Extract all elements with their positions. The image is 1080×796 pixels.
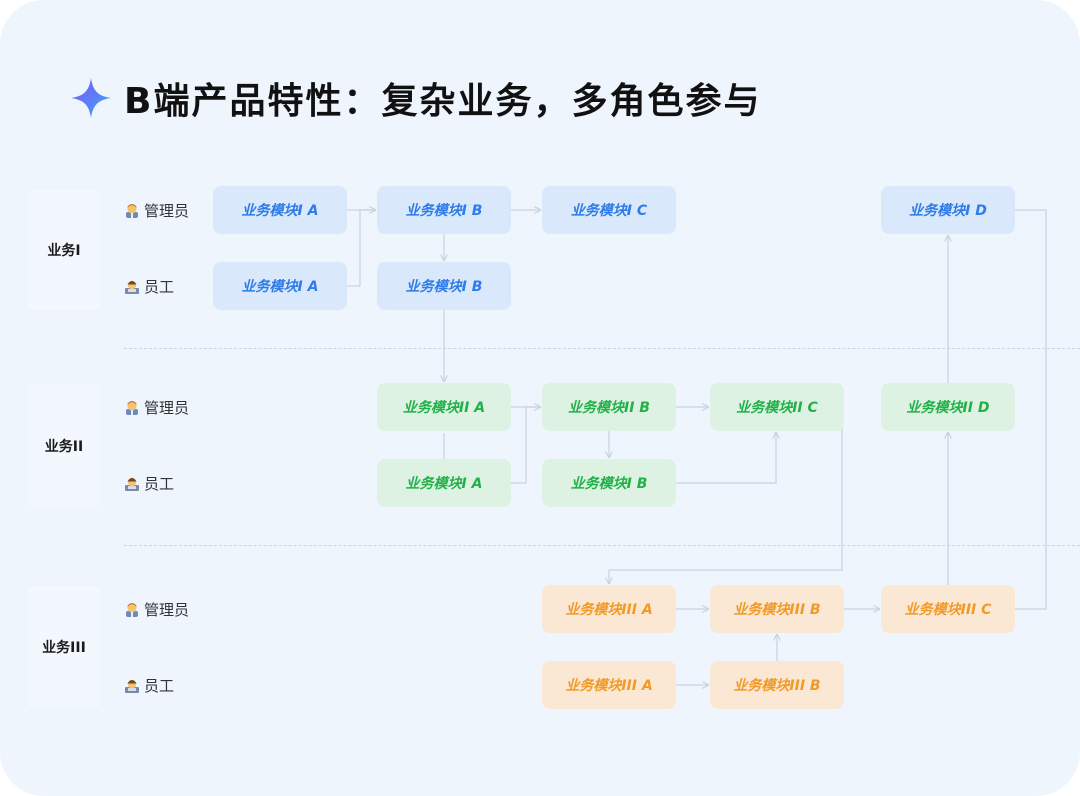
worker-emoji-icon bbox=[125, 280, 139, 294]
module-box[interactable]: 业务模块I C bbox=[542, 186, 676, 234]
lane-label-text: 业务I bbox=[47, 243, 81, 259]
module-box[interactable]: 业务模块I B bbox=[542, 459, 676, 507]
lane-divider bbox=[124, 545, 1080, 546]
module-box[interactable]: 业务模块I A bbox=[213, 186, 347, 234]
manager-emoji-icon bbox=[126, 401, 138, 415]
page-title: B端产品特性：复杂业务，多角色参与 bbox=[124, 81, 762, 122]
lane-label-2: 业务II bbox=[28, 384, 100, 508]
role-label: 员工 bbox=[144, 474, 175, 493]
lane-label-text: 业务II bbox=[44, 439, 84, 455]
sparkle-star-icon bbox=[71, 78, 111, 118]
role-label: 员工 bbox=[144, 676, 175, 695]
role-label: 员工 bbox=[144, 277, 175, 296]
module-box[interactable]: 业务模块III B bbox=[710, 661, 844, 709]
title-row: B端产品特性：复杂业务，多角色参与 bbox=[70, 72, 761, 124]
connector bbox=[347, 209, 375, 287]
role-label: 管理员 bbox=[144, 600, 190, 619]
connector bbox=[676, 433, 776, 484]
role-staff: 员工 bbox=[124, 674, 174, 696]
role-admin: 管理员 bbox=[124, 396, 189, 418]
role-admin: 管理员 bbox=[124, 199, 189, 221]
module-box[interactable]: 业务模块I B bbox=[377, 186, 511, 234]
module-box[interactable]: 业务模块II D bbox=[881, 383, 1015, 431]
lane-label-text: 业务III bbox=[42, 640, 86, 656]
module-box[interactable]: 业务模块II A bbox=[377, 383, 511, 431]
module-box[interactable]: 业务模块II C bbox=[710, 383, 844, 431]
lane-label-1: 业务I bbox=[28, 190, 100, 310]
module-box[interactable]: 业务模块I A bbox=[213, 262, 347, 310]
module-box[interactable]: 业务模块I D bbox=[881, 186, 1015, 234]
role-label: 管理员 bbox=[144, 398, 190, 417]
worker-emoji-icon bbox=[125, 679, 139, 693]
manager-emoji-icon bbox=[126, 603, 138, 617]
role-admin: 管理员 bbox=[124, 598, 189, 620]
module-box[interactable]: 业务模块I A bbox=[377, 459, 511, 507]
connector bbox=[511, 406, 540, 484]
module-box[interactable]: 业务模块III A bbox=[542, 585, 676, 633]
lane-label-3: 业务III bbox=[28, 586, 100, 708]
role-staff: 员工 bbox=[124, 275, 174, 297]
manager-emoji-icon bbox=[126, 204, 138, 218]
role-staff: 员工 bbox=[124, 472, 174, 494]
module-box[interactable]: 业务模块III A bbox=[542, 661, 676, 709]
role-label: 管理员 bbox=[144, 201, 190, 220]
module-box[interactable]: 业务模块I B bbox=[377, 262, 511, 310]
module-box[interactable]: 业务模块III B bbox=[710, 585, 844, 633]
module-box[interactable]: 业务模块III C bbox=[881, 585, 1015, 633]
connector bbox=[1015, 209, 1047, 610]
module-box[interactable]: 业务模块II B bbox=[542, 383, 676, 431]
lane-divider bbox=[124, 348, 1080, 349]
worker-emoji-icon bbox=[125, 477, 139, 491]
